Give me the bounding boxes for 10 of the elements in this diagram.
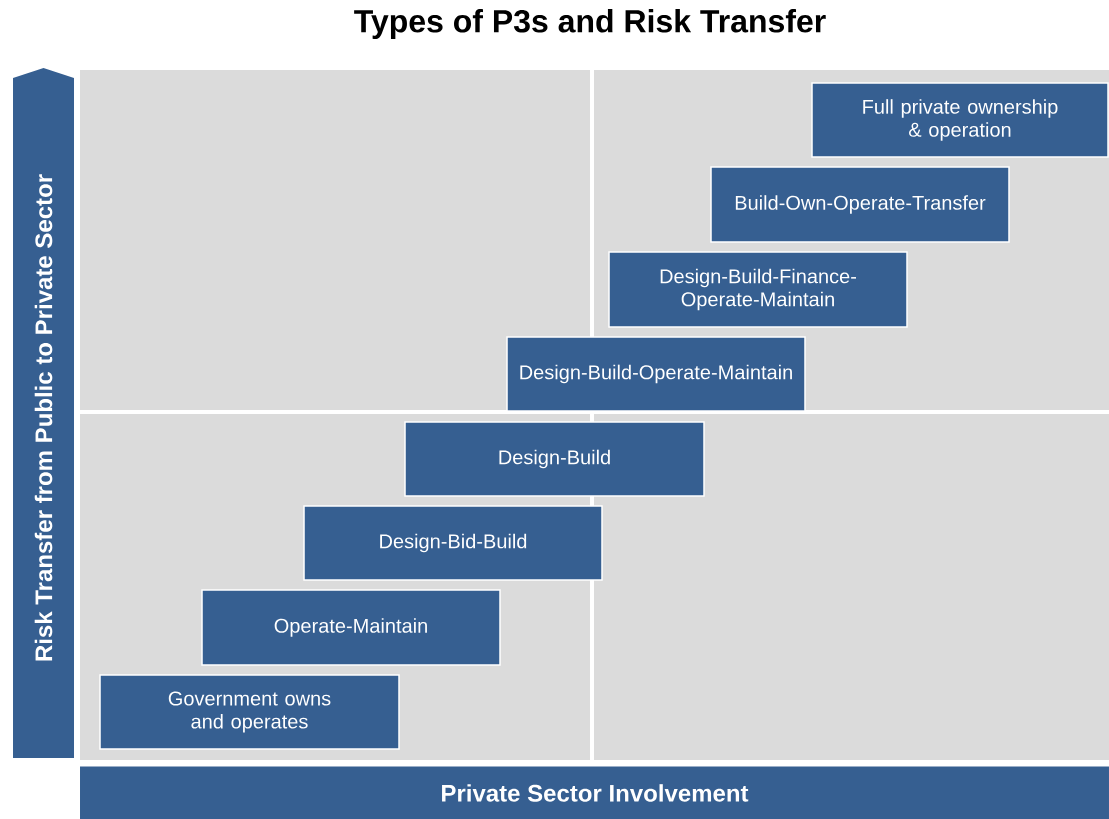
step-box: Design-Build-Finance-Operate-Maintain (608, 251, 908, 328)
step-box: Government owns and operates (99, 674, 400, 750)
step-box: Design-Build-Operate-Maintain (506, 336, 806, 412)
step-box: Design-Bid-Build (303, 505, 603, 581)
step-box: Operate-Maintain (201, 589, 501, 666)
step-box: Full private ownership & operation (811, 82, 1109, 158)
step-box: Design-Build (404, 421, 705, 497)
chart-title: Types of P3s and Risk Transfer (354, 9, 826, 39)
axis-band: Private Sector Involvement (80, 766, 1109, 819)
step-box: Build-Own-Operate-Transfer (710, 166, 1010, 243)
